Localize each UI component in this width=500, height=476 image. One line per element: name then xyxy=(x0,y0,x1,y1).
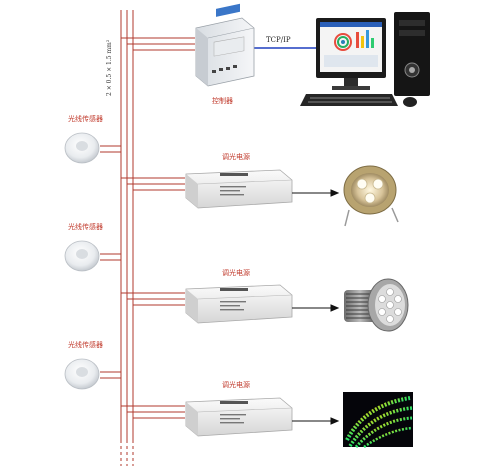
dimmer-label-3: 调光电源 xyxy=(222,381,250,389)
controller-label: 控制器 xyxy=(212,97,233,105)
bus-to-controller xyxy=(120,37,195,51)
tcp-ip-label: TCP/IP xyxy=(266,36,291,44)
led-downlight-icon xyxy=(343,165,399,227)
din-rail-controller-icon xyxy=(195,3,255,87)
output-arrows xyxy=(292,189,340,425)
sensor-taps xyxy=(100,145,121,379)
dimming-power-supply-icon xyxy=(185,284,293,324)
ceiling-light-sensor-icon xyxy=(64,240,100,272)
driver-feeds xyxy=(121,177,185,419)
bus-dashed-continuation xyxy=(120,440,134,466)
dimmer-label-2: 调光电源 xyxy=(222,269,250,277)
desktop-computer-icon xyxy=(300,12,430,107)
led-spotlight-icon xyxy=(344,278,409,332)
rgb-led-strip-icon xyxy=(343,392,413,449)
ceiling-light-sensor-icon xyxy=(64,358,100,390)
cable-spec-label: 2 × 0.5 × 1.5 mm² xyxy=(106,39,113,96)
light-sensor-label-2: 光线传感器 xyxy=(68,223,103,231)
light-sensor-label-1: 光线传感器 xyxy=(68,115,103,123)
dimming-power-supply-icon xyxy=(185,169,293,209)
light-sensor-label-3: 光线传感器 xyxy=(68,341,103,349)
vertical-bus xyxy=(120,10,134,440)
ceiling-light-sensor-icon xyxy=(64,132,100,164)
dimmer-label-1: 调光电源 xyxy=(222,153,250,161)
dimming-power-supply-icon xyxy=(185,397,293,437)
